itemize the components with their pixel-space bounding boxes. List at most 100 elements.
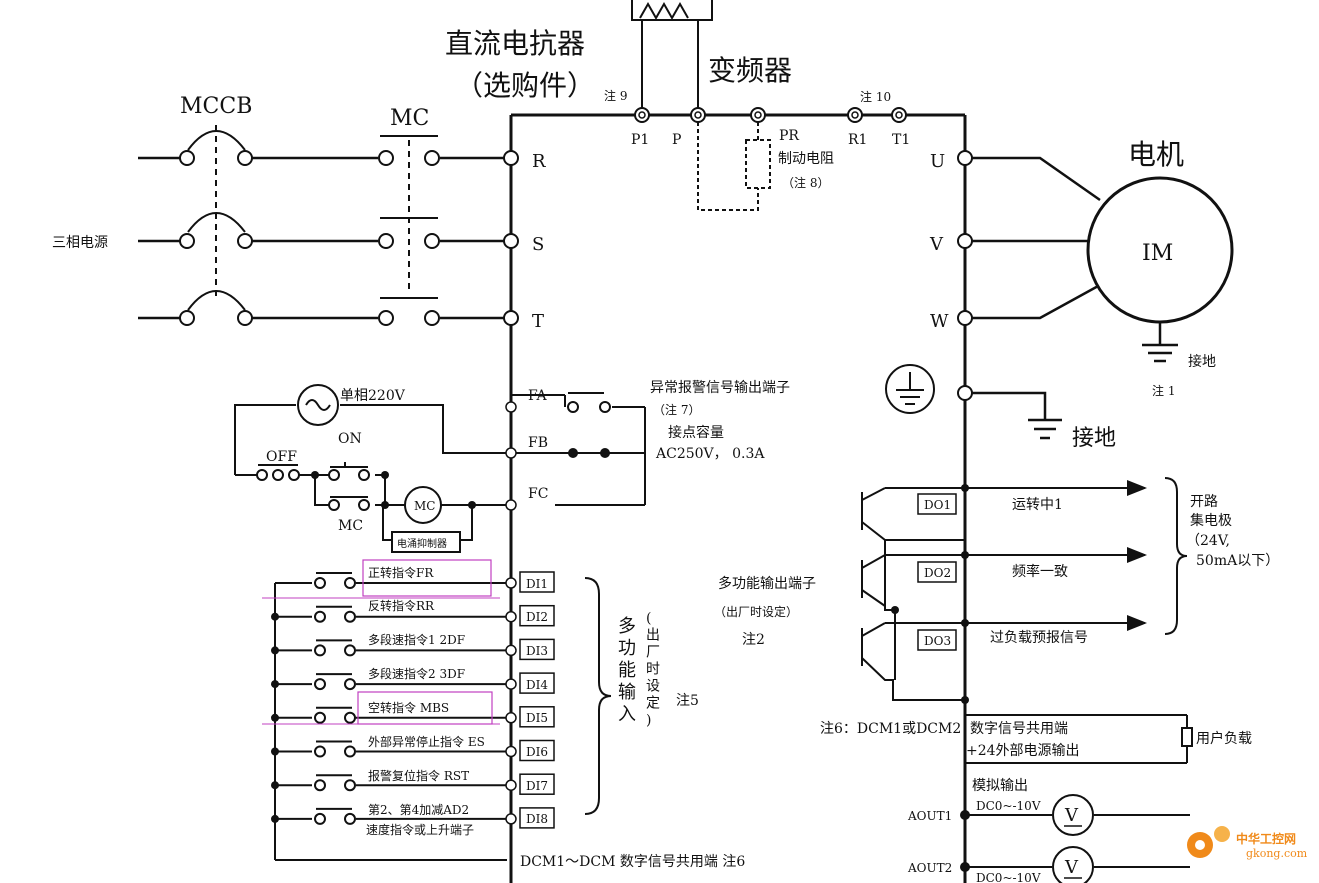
reactor-title: 直流电抗器	[445, 27, 585, 60]
input-switch	[271, 739, 555, 762]
terminal-di7: DI7	[526, 779, 548, 793]
terminal-di3: DI3	[526, 644, 548, 658]
input-label-5: 空转指令 MBS	[368, 700, 449, 715]
multi-output-title: 多功能输出端子	[718, 575, 816, 592]
svg-text:(出厂时设定): (出厂时设定)	[646, 611, 660, 729]
single-phase-label: 单相220V	[340, 388, 406, 404]
terminal-t1: T1	[892, 132, 910, 148]
terminal-di4: DI4	[526, 678, 548, 692]
aout2-label: AOUT2	[907, 861, 952, 875]
input-common-label: DCM1～DCM 数字信号共用端 注6	[520, 854, 745, 870]
note-6: 注6：DCM1或DCM2	[820, 721, 961, 737]
terminal-do2: DO2	[924, 566, 951, 580]
factory-setting-vertical: (出厂时设定)	[646, 611, 660, 729]
watermark-logo: 中华工控网 gkong.com	[1187, 826, 1308, 860]
do3-box	[917, 629, 957, 651]
input-label-8: 第2、第4加减AD2	[368, 803, 469, 817]
highlight-box-fr	[362, 559, 492, 597]
note-7: （注 7）	[653, 402, 700, 417]
voltmeter-1-label: V	[1064, 805, 1079, 826]
motor-circle	[1086, 176, 1234, 324]
multi-function-input-vertical: 多功能输入	[618, 616, 636, 725]
input-switch	[271, 807, 555, 829]
mccb-switches	[187, 125, 246, 311]
contact-capacity-title: 接点容量	[668, 424, 724, 441]
do2-box	[917, 561, 957, 583]
ground-label-inverter: 接地	[1072, 426, 1116, 451]
terminal-fb: FB	[528, 435, 548, 451]
terminal-p1: P1	[631, 132, 649, 148]
output-label-1: 运转中1	[1012, 497, 1063, 513]
output-nodes	[891, 484, 970, 872]
terminal-fc: FC	[528, 486, 548, 502]
digital-input-rows	[271, 571, 555, 829]
input-switch	[271, 638, 555, 661]
contact-capacity: AC250V， 0.3A	[655, 446, 765, 462]
open-collector-line2: 集电极	[1190, 512, 1232, 529]
mc-coil-icon	[404, 486, 442, 524]
analog-output-title: 模拟输出	[972, 778, 1028, 794]
control-contacts	[256, 401, 611, 511]
alarm-output-title: 异常报警信号输出端子	[650, 380, 790, 396]
output-factory-setting: （出厂时设定）	[714, 604, 798, 619]
terminal-do1: DO1	[924, 498, 951, 512]
ext-24v-label: +24外部电源输出	[966, 743, 1080, 759]
terminal-v: V	[929, 234, 944, 255]
open-collector-title: 开路	[1190, 494, 1218, 510]
input-switch	[271, 672, 555, 694]
mccb-label: MCCB	[180, 94, 252, 119]
terminal-s: S	[532, 234, 544, 255]
input-switch	[271, 773, 555, 795]
terminal-di8: DI8	[526, 812, 548, 826]
phase-lines	[138, 156, 504, 320]
aout1-label: AOUT1	[907, 809, 952, 823]
do1-box	[917, 493, 957, 515]
svg-text:多功能输入: 多功能输入	[618, 616, 636, 725]
phase-contact-circles	[179, 150, 440, 326]
mc-aux-label: MC	[338, 518, 363, 534]
terminal-r: R	[532, 151, 546, 172]
voltmeter-2-icon	[1052, 846, 1094, 883]
terminal-w: W	[930, 311, 949, 332]
input-label-4: 多段速指令2 3DF	[368, 666, 465, 681]
terminal-di2: DI2	[526, 610, 548, 624]
reactor-subtitle: （选购件）	[455, 69, 595, 102]
ground-symbol-icon	[885, 364, 935, 414]
input-terminals	[503, 150, 519, 326]
input-label-7: 报警复位指令 RST	[368, 768, 469, 783]
brake-resistor	[697, 122, 771, 211]
input-label-1: 正转指令FR	[368, 565, 434, 580]
terminal-di6: DI6	[526, 745, 548, 759]
surge-suppressor-label: 电涌抑制器	[397, 537, 447, 550]
output-circuit	[861, 477, 1193, 868]
control-circuit	[234, 392, 646, 553]
input-label-3: 多段速指令1 2DF	[368, 632, 465, 647]
terminal-fa: FA	[528, 388, 547, 404]
power-source-label: 三相电源	[52, 235, 108, 251]
input-switch	[271, 706, 555, 728]
input-label-6: 外部异常停止指令 ES	[368, 734, 485, 749]
terminal-di1: DI1	[526, 577, 548, 591]
open-collector-line3: （24V,	[1186, 533, 1230, 549]
watermark-text-2: gkong.com	[1246, 847, 1308, 860]
output-common-label: 数字信号共用端	[970, 721, 1068, 737]
alarm-terminals	[505, 401, 517, 511]
note-5: 注5	[676, 693, 699, 709]
motor-im: IM	[1142, 241, 1173, 266]
terminal-pr: PR	[779, 128, 799, 144]
terminal-u: U	[930, 151, 945, 172]
terminal-p: P	[672, 132, 681, 148]
input-label-8-sub: 速度指令或上升端子	[366, 822, 474, 837]
mc-label: MC	[390, 106, 429, 131]
voltmeter-2-label: V	[1064, 857, 1079, 878]
open-collector-line4: 50mA以下）	[1196, 553, 1279, 569]
off-label: OFF	[266, 449, 297, 465]
brake-label: 制动电阻	[778, 151, 834, 167]
note-1: 注 1	[1152, 383, 1175, 398]
motor-wires	[972, 156, 1178, 440]
inverter-title: 变频器	[708, 54, 792, 87]
input-switch	[275, 571, 555, 593]
note-9: 注 9	[604, 88, 627, 103]
terminal-do3: DO3	[924, 634, 951, 648]
